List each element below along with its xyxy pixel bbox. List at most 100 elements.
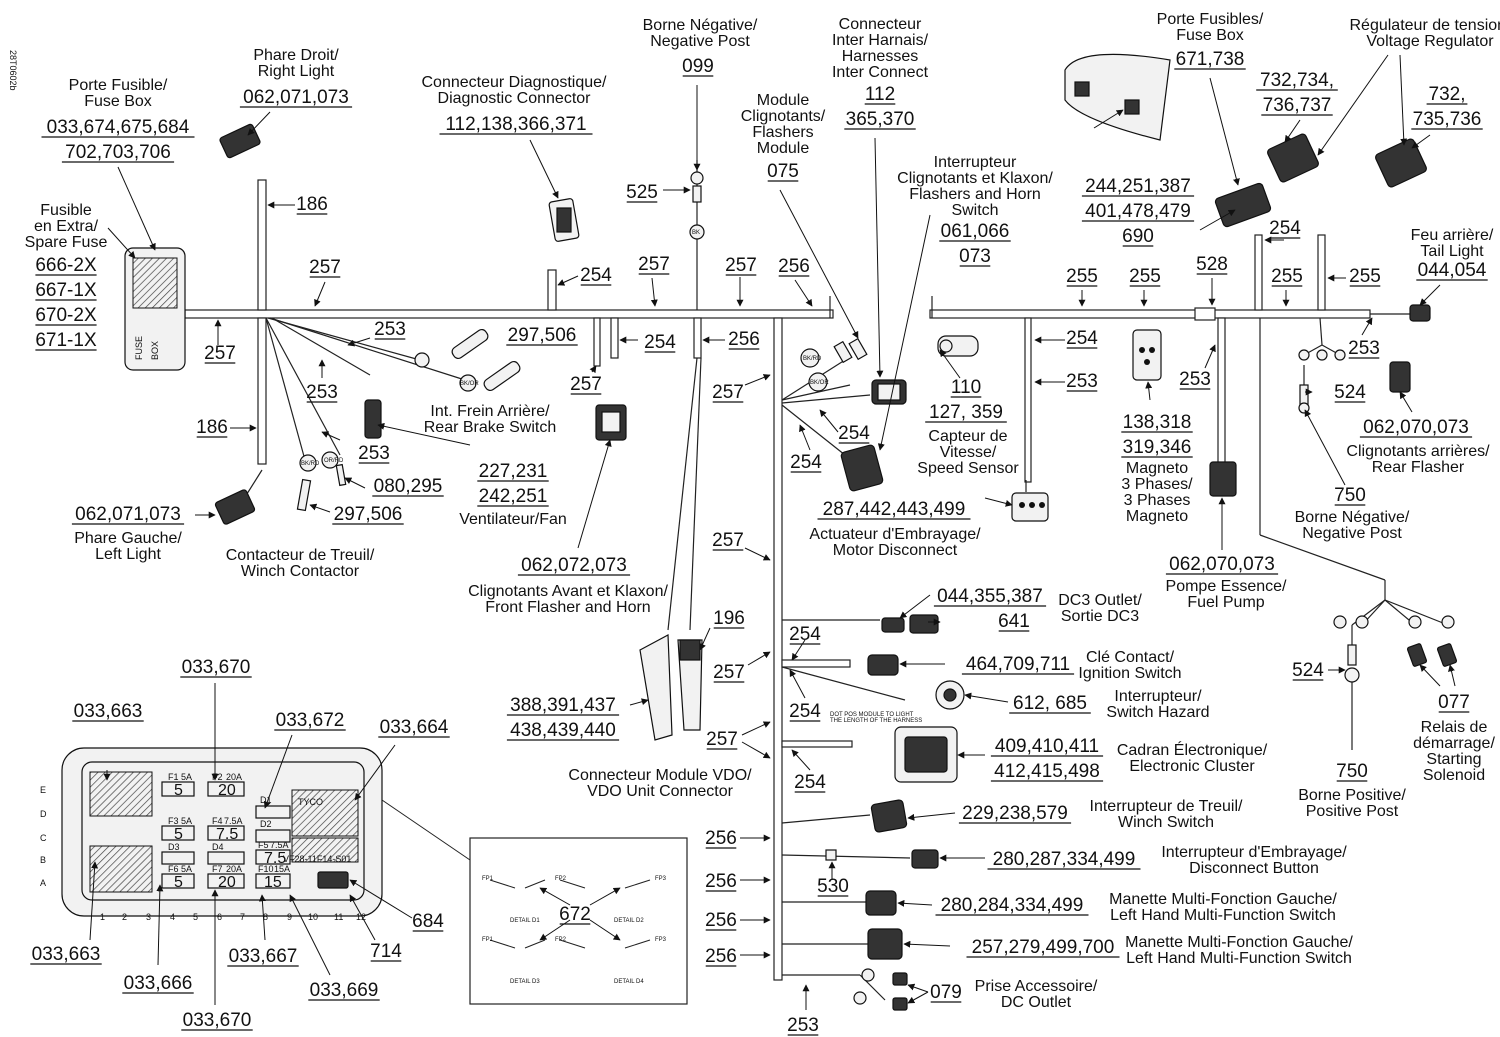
svg-text:FP1: FP1 xyxy=(482,876,494,882)
lh-multifunction-b-line: Left Hand Multi-Function Switch xyxy=(1126,950,1352,967)
fan-number: 227,231 xyxy=(479,461,548,482)
flashers-module-number: 075 xyxy=(767,161,799,182)
segment-n253g: 253 xyxy=(787,1015,819,1036)
flasher-horn-switch-line: Interrupteur xyxy=(934,154,1017,171)
svg-text:5A: 5A xyxy=(181,816,192,826)
fuse-box-detail-number-i: 033,669 xyxy=(310,980,379,1001)
tail-light-line: Feu arrière/ xyxy=(1411,227,1494,244)
lh-multifunction-a-number: 280,284,334,499 xyxy=(941,895,1084,916)
svg-text:BK/RD: BK/RD xyxy=(301,461,320,467)
magneto-line: 3 Phases/ xyxy=(1121,476,1193,493)
rear-flasher-number: 062,070,073 xyxy=(1363,417,1469,438)
fuse-f3: F3 5A 5 xyxy=(161,816,195,843)
vdo-connector-line: VDO Unit Connector xyxy=(587,783,734,800)
svg-text:8: 8 xyxy=(263,912,268,922)
fuse-box-detail-number-g: 033,667 xyxy=(229,946,298,967)
flasher-horn-switch-number: 061,066 xyxy=(941,221,1010,242)
right-light-line: Phare Droit/ xyxy=(253,47,339,64)
svg-text:F3: F3 xyxy=(168,816,179,826)
segment-n256b: 256 xyxy=(778,256,810,277)
segment-n253a: 253 xyxy=(374,319,406,340)
tyco-label: TYCO xyxy=(298,797,323,807)
starting-solenoid-label: Relais dedémarrage/StartingSolenoid07752… xyxy=(1292,660,1495,784)
left-light-line: Phare Gauche/ xyxy=(74,530,182,547)
fusebox-conn-numbers-number: 690 xyxy=(1122,226,1154,247)
svg-text:FUSE: FUSE xyxy=(134,336,144,360)
svg-text:F5: F5 xyxy=(258,840,269,850)
negative-post-top-number: 099 xyxy=(682,56,714,77)
flashers-module-line: Flashers xyxy=(752,124,813,141)
fuse-box-left-number: 033,674,675,684 xyxy=(47,117,190,138)
segment-n257c: 257 xyxy=(570,374,602,395)
disconnect-button-label: Interrupteur d'Embrayage/Disconnect Butt… xyxy=(987,844,1347,877)
switch-hazard xyxy=(935,680,965,710)
svg-text:15: 15 xyxy=(264,874,282,891)
inter-harness-number: 112 xyxy=(865,84,895,105)
fuse-f5: F5 7.5A 7.5 xyxy=(255,840,291,867)
dc3-outlet-line: Sortie DC3 xyxy=(1061,608,1139,625)
flasher-horn-switch-line: Clignotants et Klaxon/ xyxy=(897,170,1053,187)
diag-connector-line: Diagnostic Connector xyxy=(438,90,592,107)
fuse-f2: F2 20A 20 xyxy=(207,772,245,799)
segment-n253e: 253 xyxy=(1348,338,1380,359)
diag-connector-label: Connecteur Diagnostique/Diagnostic Conne… xyxy=(421,74,607,135)
flashers-module-line: Clignotants/ xyxy=(741,108,826,125)
winch-contactor-label: Contacteur de Treuil/Winch Contactor080,… xyxy=(226,476,444,580)
electronic-cluster-label: Cadran Électronique/Electronic Cluster40… xyxy=(990,736,1268,782)
segment-n253d: 253 xyxy=(1066,371,1098,392)
fusebox-conn-numbers-number: 401,478,479 xyxy=(1085,201,1191,222)
inter-harness-line: Inter Connect xyxy=(832,64,929,81)
motor-disconnect-connector xyxy=(1011,492,1049,522)
lh-multifunction-b-number: 257,279,499,700 xyxy=(972,937,1115,958)
negative-post-right-number: 524 xyxy=(1334,382,1366,403)
diag-connector-number: 112,138,366,371 xyxy=(445,114,586,135)
electronic-cluster-line: Cadran Électronique/ xyxy=(1117,740,1268,759)
segment-n528: 528 xyxy=(1196,254,1228,275)
winch-contactor-number: 080,295 xyxy=(374,476,443,497)
fan-connector xyxy=(364,399,382,439)
svg-text:F7: F7 xyxy=(212,864,223,874)
inter-harness-number: 365,370 xyxy=(846,109,915,130)
row-letter-e: E xyxy=(40,785,46,795)
front-flasher-horn-number: 062,072,073 xyxy=(521,555,627,576)
svg-text:7.5: 7.5 xyxy=(216,826,238,843)
rear-brake-switch-line: Int. Frein Arrière/ xyxy=(430,403,550,420)
rear-brake-switch-line: Rear Brake Switch xyxy=(424,419,557,436)
diode-d2: D2 xyxy=(260,819,272,829)
spare-fuse-number: 667-1X xyxy=(35,280,97,301)
figure-code: 28T0602b xyxy=(8,50,18,91)
vdo-connector-line: Connecteur Module VDO/ xyxy=(568,767,752,784)
reg-numbers-a-number: 736,737 xyxy=(1263,95,1332,116)
dc-outlet-line: DC Outlet xyxy=(1001,994,1072,1011)
svg-text:20: 20 xyxy=(218,874,236,891)
flasher-horn-switch-line: Switch xyxy=(951,202,998,219)
detail-d4-label: DETAIL D4 xyxy=(614,979,644,985)
ignition-switch-line: Clé Contact/ xyxy=(1086,649,1175,666)
svg-text:10: 10 xyxy=(308,912,318,922)
tail-light-connector xyxy=(1409,304,1431,322)
magneto-line: 3 Phases xyxy=(1124,492,1191,509)
speed-sensor-number: 127, 359 xyxy=(929,402,1003,423)
spare-fuse-line: en Extra/ xyxy=(34,218,99,235)
fuse-box-detail-number-a: 033,670 xyxy=(182,657,251,678)
speed-sensor xyxy=(937,335,979,357)
svg-text:3: 3 xyxy=(146,912,151,922)
segment-n254a: 254 xyxy=(580,265,612,286)
disconnect-button-line: Interrupteur d'Embrayage/ xyxy=(1161,844,1347,861)
svg-text:F4: F4 xyxy=(212,816,223,826)
svg-text:6: 6 xyxy=(217,912,222,922)
fuse-f4: F4 7.5A 7.5 xyxy=(207,816,245,843)
front-flasher-horn-line: Clignotants Avant et Klaxon/ xyxy=(468,583,668,600)
segment-n254c: 254 xyxy=(838,423,870,444)
negative-post-top: BK xyxy=(689,171,705,240)
rear-flasher-line: Rear Flasher xyxy=(1372,459,1465,476)
dc-outlet-number: 079 xyxy=(930,982,962,1003)
starting-solenoid-line: Solenoid xyxy=(1423,767,1485,784)
fuse-box-detail-number-e: 033,663 xyxy=(32,944,101,965)
segment-n530: 530 xyxy=(817,876,849,897)
